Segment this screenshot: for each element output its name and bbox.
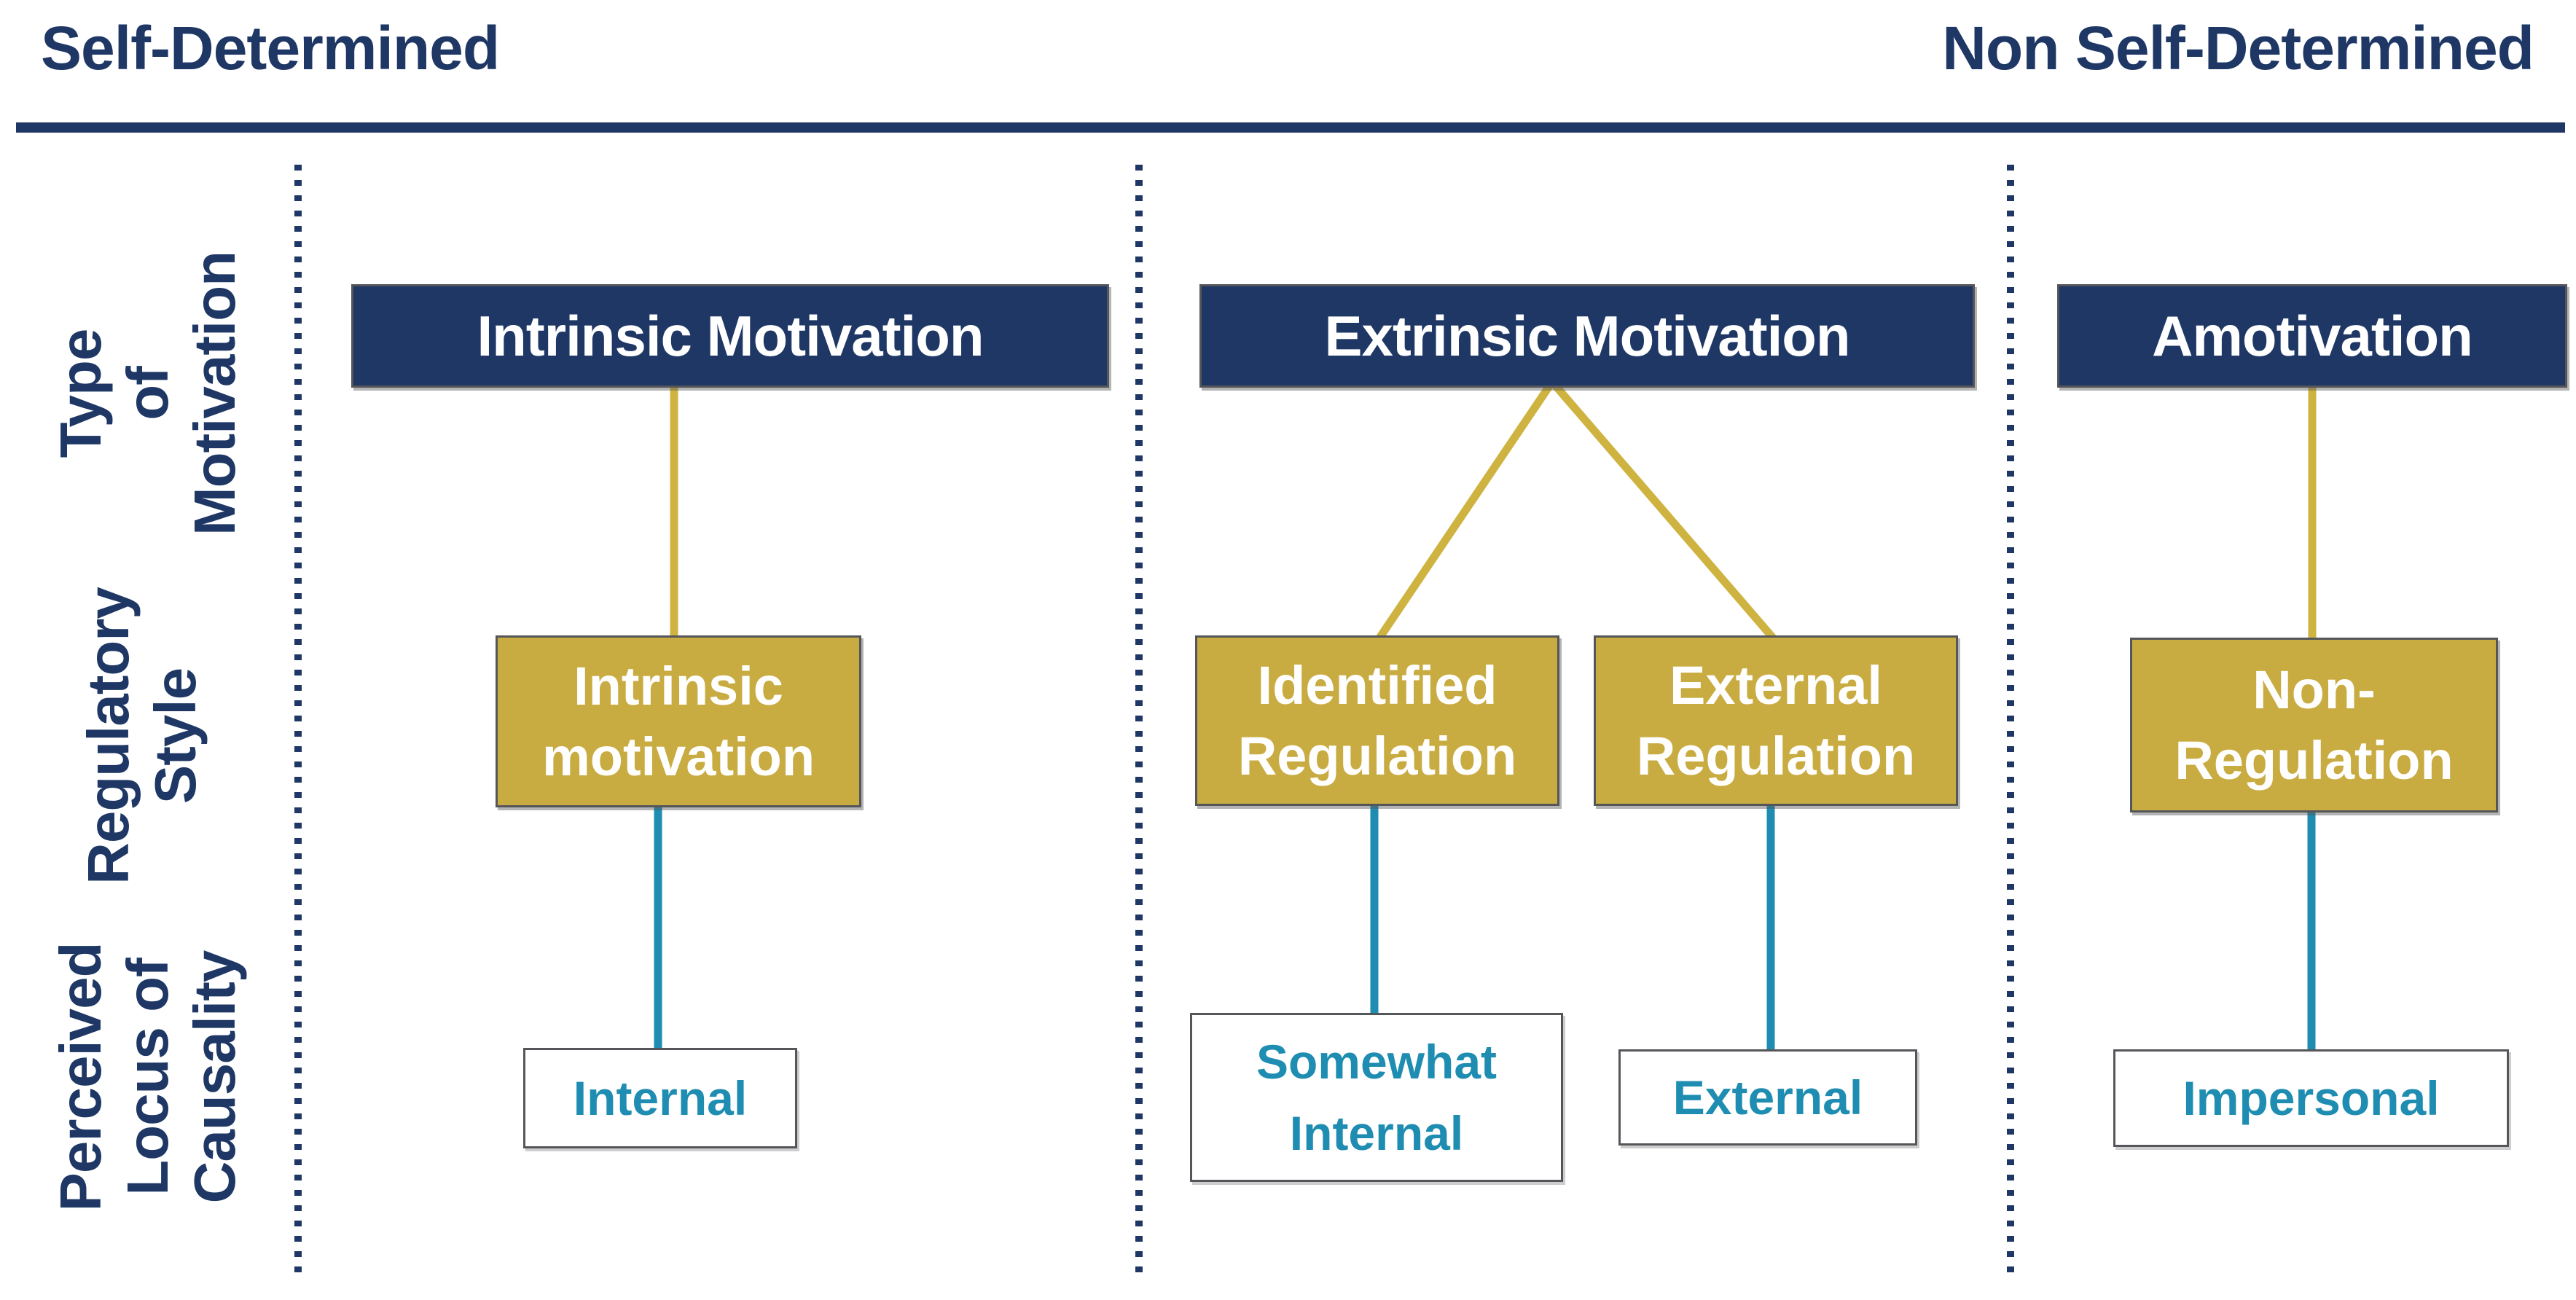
dotted-divider-2 [1135,165,1143,1277]
regulatory-box-non-regulation: Non- Regulation [2130,638,2498,812]
regulatory-box-intrinsic-motivation: Intrinsic motivation [496,635,861,807]
dotted-divider-1 [294,165,302,1277]
type-box-amotivation: Amotivation [2057,284,2567,388]
header-non-self-determined: Non Self-Determined [1942,14,2534,82]
connector-gold-extrinsic-left [1374,379,1556,644]
dotted-divider-3 [2007,165,2014,1277]
regulatory-box-identified-regulation: Identified Regulation [1195,635,1559,806]
regulatory-box-external-regulation: External Regulation [1594,635,1958,806]
locus-box-somewhat-internal: Somewhat Internal [1190,1013,1563,1182]
header-self-determined: Self-Determined [41,14,500,82]
type-box-extrinsic-motivation: Extrinsic Motivation [1199,284,1975,388]
type-box-intrinsic-motivation: Intrinsic Motivation [351,284,1109,388]
locus-box-internal: Internal [523,1048,797,1148]
locus-box-external: External [1618,1049,1917,1146]
locus-box-impersonal: Impersonal [2113,1049,2509,1147]
connector-gold-extrinsic-right [1549,379,1780,644]
header-rule [16,122,2565,133]
